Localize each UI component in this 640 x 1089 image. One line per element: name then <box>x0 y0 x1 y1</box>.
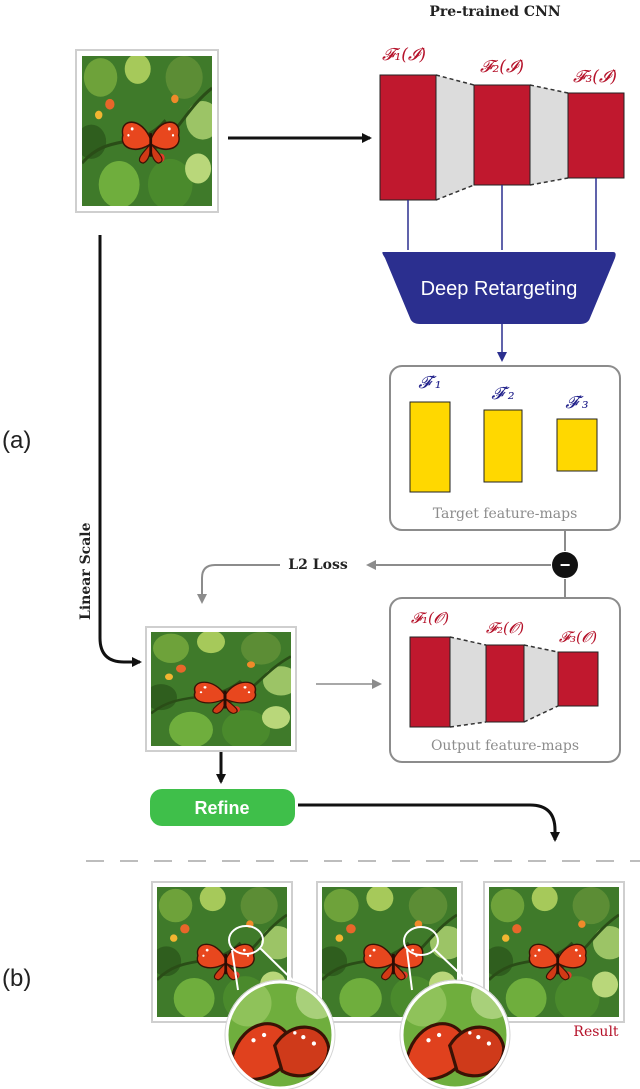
output-feature-label-1: 𝓕₁(𝓞) <box>411 609 449 627</box>
refine-label: Refine <box>194 798 249 818</box>
target-map-2 <box>483 409 523 483</box>
output-feature-maps <box>409 636 599 728</box>
output-feature-label-2: 𝓕₂(𝓞) <box>486 619 524 637</box>
target-map-3 <box>556 418 598 472</box>
output-feature-label-3: 𝓕₃(𝓞) <box>559 628 597 646</box>
deep-retargeting-block <box>382 252 616 324</box>
connector-1-2 <box>436 75 474 200</box>
minus-symbol: − <box>560 555 571 575</box>
refine-block <box>150 789 295 826</box>
panel-label-b: (b) <box>2 965 31 992</box>
minus-circle-icon <box>552 552 578 578</box>
target-feature-label-1: 𝓕′₁ <box>418 373 441 393</box>
target-box-caption: Target feature-maps <box>433 506 578 522</box>
zoom-lens-2 <box>399 949 511 1089</box>
input-feature-label-1: 𝓕₁(𝓘) <box>382 45 426 65</box>
feature-map-1 <box>379 74 437 201</box>
feature-map-2 <box>473 84 531 186</box>
input-feature-label-3: 𝓕₃(𝓘) <box>573 67 617 87</box>
feature-map-3 <box>567 92 625 179</box>
arrow-refine-to-result <box>298 803 560 842</box>
panel-label-a: (a) <box>2 427 31 454</box>
zoom-lens-1 <box>224 947 336 1089</box>
output-map-1 <box>409 636 451 728</box>
input-feature-maps <box>379 74 625 201</box>
linear-scale-label: Linear Scale <box>78 522 94 620</box>
output-map-3 <box>557 651 599 707</box>
output-box-caption: Output feature-maps <box>431 738 579 754</box>
output-image <box>145 626 297 752</box>
output-map-2 <box>485 644 525 723</box>
input-image <box>75 49 219 213</box>
target-feature-label-2: 𝓕′₂ <box>491 384 514 404</box>
linear-scale-arrow <box>98 235 142 667</box>
result-label: Result <box>573 1024 619 1040</box>
deep-retargeting-label: Deep Retargeting <box>421 278 578 300</box>
target-feature-label-3: 𝓕′₃ <box>565 393 588 413</box>
final-result-image <box>483 881 625 1023</box>
l2-loss-label: L2 Loss <box>288 557 348 573</box>
target-map-1 <box>409 401 451 493</box>
connector-2-3 <box>530 85 568 185</box>
input-feature-label-2: 𝓕₂(𝓘) <box>480 57 524 77</box>
cnn-title: Pre-trained CNN <box>429 4 561 20</box>
